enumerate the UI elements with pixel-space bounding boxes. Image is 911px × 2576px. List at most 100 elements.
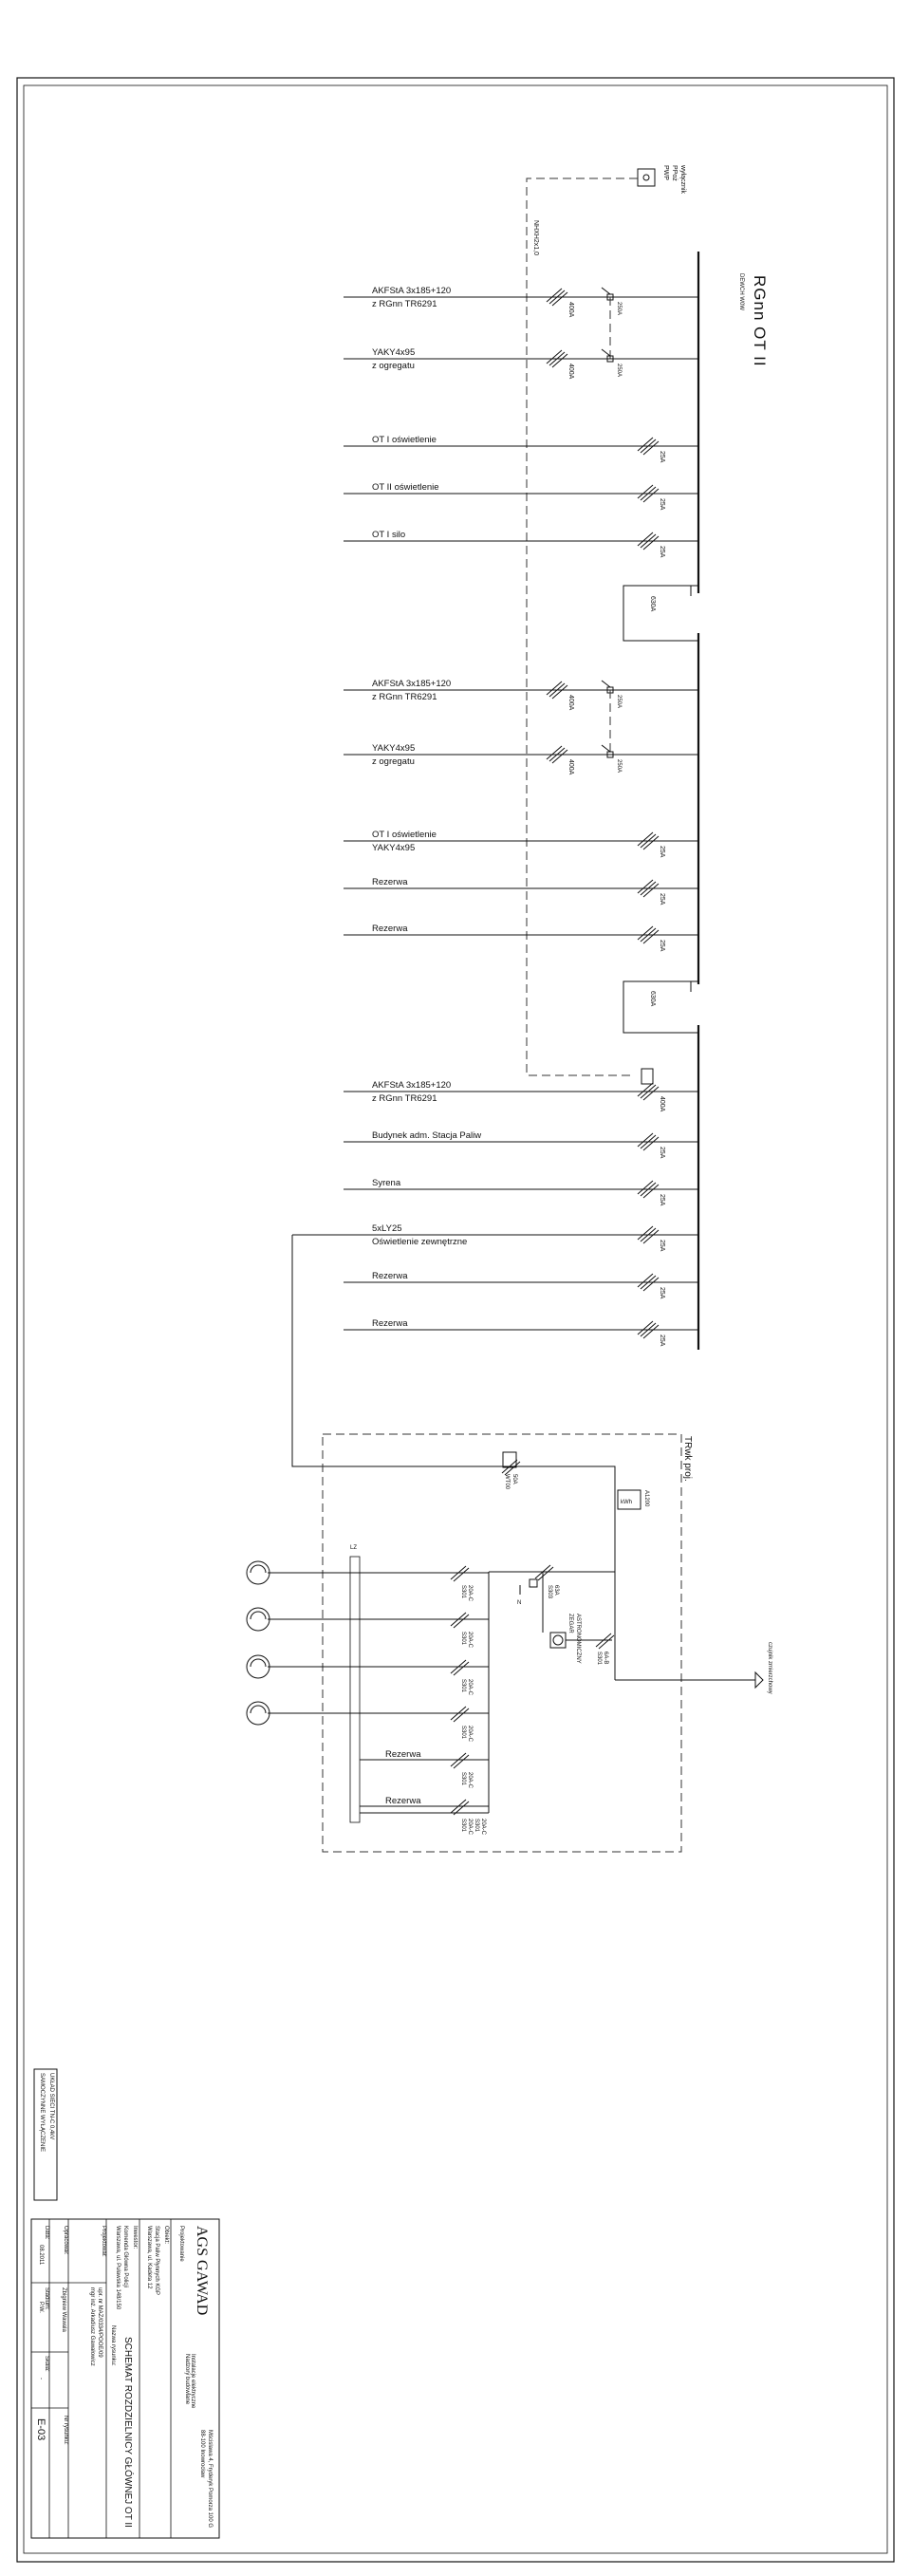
company-sub2: Nadzory budowlane [184, 2354, 190, 2405]
s1-feeder-1-l1: AKFStA 3x185+120 [372, 286, 451, 296]
contactor-rating: 6A-B [603, 1652, 608, 1664]
stadium-label: Stadium: [44, 2287, 49, 2310]
s3-feeder-3-fuse [637, 1180, 660, 1199]
s3-feeder-3-rating: 25A [659, 1194, 665, 1206]
lamp-1-icon [246, 1560, 270, 1585]
s2-feeder-2-switch-rating: 250A [616, 759, 622, 773]
tr-main-switch [534, 1564, 554, 1581]
s1-feeder-1-switch [601, 287, 614, 301]
tr-circuit-4 [268, 1706, 489, 1723]
nr-value: E-03 [35, 2418, 46, 2440]
lamp-4-icon [246, 1701, 270, 1726]
tr-circuit-1-rating: 20A-C [467, 1585, 473, 1602]
s2-feeder-2-l2: z ogregatu [372, 756, 415, 767]
tr-circuit-5 [360, 1752, 489, 1769]
s2-out-3-rating: 25A [659, 940, 665, 952]
s1-feeder-2-l1: YAKY4x95 [372, 347, 415, 358]
tr-fuse-label: WT00 [504, 1474, 510, 1490]
tr-fuse-box [502, 1451, 517, 1468]
company-name: AGS GAWAD [194, 2226, 210, 2315]
data-value: 08.2011 [38, 2245, 44, 2266]
obiekt-value: Stacja Paliw Płynnych KGP [154, 2226, 159, 2295]
s1-feeder-1-switch-rating: 250A [616, 302, 622, 315]
tr-circuit-1-breaker: S301 [460, 1585, 466, 1599]
s3-feeder-4-fuse [637, 1225, 660, 1244]
s2-coupler-line [623, 980, 698, 1034]
clock-icon [552, 1634, 564, 1646]
opracowal-label: Opracował: [63, 2226, 68, 2255]
astro-label2: ASTRONOMICZNY [575, 1614, 581, 1664]
s3-feeder-5-l1: Rezerwa [372, 1271, 408, 1281]
s3-feeder-2-fuse [637, 1132, 660, 1151]
tr-circuit-4-breaker: S301 [460, 1726, 466, 1740]
ppoz-line1: PPoż [671, 165, 678, 181]
lz-terminal-strip [349, 1556, 361, 1823]
inwestor-value: Komenda Główna Policji [122, 2226, 128, 2287]
skala-label: Skala: [44, 2356, 49, 2372]
s1-out-3-fuse [637, 532, 660, 551]
company-sub3: Instalacje elektryczne [190, 2354, 195, 2409]
drawing-title: SCHEMAT ROZDZIELNICY GŁÓWNEJ OT II [122, 2337, 135, 2528]
title-block [30, 2218, 220, 2539]
s3-feeder-1-l1: AKFStA 3x185+120 [372, 1080, 451, 1091]
tr-circuit-2-breaker: S301 [460, 1632, 466, 1646]
tr-box-title: TRwk proj. [682, 1436, 693, 1482]
s3-feeder-4-l1: 5xLY25 [372, 1223, 402, 1234]
s1-feeder-2-switch-rating: 250A [616, 364, 622, 377]
s1-out-2-fuse [637, 484, 660, 503]
legend-box [33, 2068, 58, 2201]
s3-feeder-6-fuse [637, 1320, 660, 1339]
outer-frame [16, 77, 895, 2563]
tr-circuit-7-breaker: S301 [474, 1819, 479, 1833]
s3-feeder-1-rating: 400A [659, 1096, 665, 1112]
tr-circuit-2-rating: 20A-C [467, 1632, 473, 1649]
lamp-2-icon [246, 1607, 270, 1632]
opracowal-value: Zbigniew Wawala [61, 2287, 66, 2332]
photo-sensor-label: czujnik zmierzchowy [767, 1642, 772, 1694]
tr-circuit-7-rating: 20A-C [480, 1819, 486, 1836]
s2-out-3-label: Rezerwa [372, 924, 408, 934]
s3-feeder-6-l1: Rezerwa [372, 1318, 408, 1329]
tr-circuit-5-rating: 20A-C [467, 1772, 473, 1789]
s1-feeder-1-breaker [546, 288, 568, 307]
ppoz-line2: wyłącznik [679, 164, 686, 194]
s2-out-1-label: OT I oświetlenie [372, 830, 437, 840]
tr-main-switch-rating: 63A [553, 1585, 559, 1596]
tr-fuse [501, 1459, 521, 1476]
tr-circuit-6-breaker: S301 [460, 1819, 466, 1833]
tr-circuit-6-label: Rezerwa [385, 1749, 421, 1760]
stadium-value: P.W. [38, 2302, 44, 2313]
ppoz-switch-box [637, 168, 656, 187]
s3-feeder-2-rating: 25A [659, 1147, 665, 1159]
tr-contactor [595, 1633, 615, 1650]
kwh-meter [617, 1489, 641, 1510]
lamp-2-arc [250, 1611, 267, 1620]
projektowal-upr: upr. nr MAZ/0334/POOE/09 [97, 2287, 102, 2358]
company-addr2: Mścislawa 4, Fryderyk Pomorza 100 G [207, 2430, 213, 2528]
s1-out-2-rating: 25A [659, 498, 665, 511]
s1-feeder-1-breaker-rating: 400A [567, 302, 574, 318]
s1-coupler-rating: 630A [649, 596, 656, 612]
s1-feeder-2-l2: z ogregatu [372, 361, 415, 371]
projektowal-label: Projektował: [101, 2226, 106, 2257]
tr-main-switch-label: S303 [547, 1585, 552, 1599]
s1-out-1-label: OT I oświetlenie [372, 435, 437, 445]
s1-feeder-2-switch [601, 348, 614, 363]
lamp-4-arc [250, 1705, 267, 1714]
s3-feeder-4-l2: Oświetlenie zewnętrzne [372, 1237, 467, 1247]
kwh-meter-label: kWh [621, 1500, 632, 1505]
nr-label: Nr rysunku: [63, 2416, 68, 2445]
projektowal-value: mgr inż. Arkadiusz Gawałowicz [89, 2287, 95, 2366]
ppoz-cable-label: NHXH2x1,0 [532, 220, 539, 255]
tr-circuit-3-rating: 20A-C [467, 1679, 473, 1696]
s2-feeder-1-l2: z RGnn TR6291 [372, 692, 437, 702]
s2-out-3-fuse [637, 925, 660, 944]
obiekt-addr: Warszawa, ul. Kadeta 12 [146, 2226, 152, 2289]
s1-coupler-line [623, 585, 698, 642]
tr-fuse-rating: 50A [511, 1474, 517, 1484]
s3-feeder-5-rating: 25A [659, 1287, 665, 1299]
ppoz-switch-symbol [642, 174, 650, 181]
astro-clock [549, 1632, 567, 1649]
legend-line1: SAMOCZYNNE WYŁĄCZENIE [39, 2073, 45, 2152]
